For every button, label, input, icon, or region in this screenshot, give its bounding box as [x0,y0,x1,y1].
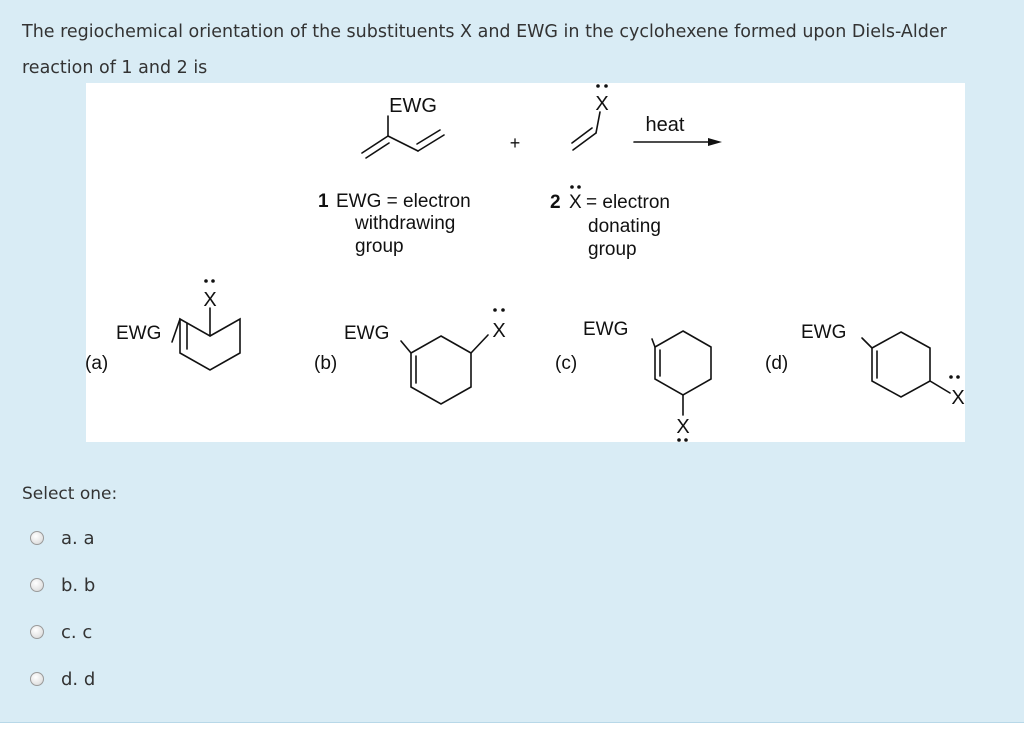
heat-label: heat [646,114,685,136]
legend1-line1: EWG = electron [336,191,471,212]
option-a[interactable]: a. a [30,524,95,552]
select-one-label: Select one: [22,484,118,504]
legend2-number: 2 [550,192,561,213]
choice-a-ewg: EWG [116,323,161,344]
choice-a-x: X [203,289,216,311]
option-a-label[interactable]: a. a [61,527,95,549]
option-d[interactable]: d. d [30,665,95,693]
legend2-line3: group [588,239,637,260]
radio-a[interactable] [30,531,44,545]
option-b-label[interactable]: b. b [61,574,96,596]
legend1-line3: group [355,236,404,257]
option-d-label[interactable]: d. d [61,668,96,690]
question-text: The regiochemical orientation of the sub… [22,22,947,78]
choice-d-x: X [951,387,964,409]
choice-c-ewg: EWG [583,319,628,340]
choice-b-label: (b) [314,353,337,374]
x-label: X [595,93,608,115]
legend1-line2: withdrawing [354,213,455,234]
reaction-diagram: EWG X + heat 1 EWG = electron withdrawin… [86,84,965,442]
ewg-label: EWG [389,95,437,117]
radio-c[interactable] [30,625,44,639]
choice-a-label: (a) [86,353,108,374]
choice-c-x: X [676,416,689,438]
option-c[interactable]: c. c [30,618,92,646]
radio-b[interactable] [30,578,44,592]
choice-b-ewg: EWG [344,323,389,344]
option-b[interactable]: b. b [30,571,95,599]
legend1-number: 1 [318,191,329,212]
legend2-line1: = electron [586,192,670,213]
choice-d-label: (d) [765,353,788,374]
reaction-figure: EWG X + heat 1 EWG = electron withdrawin… [86,83,965,442]
choice-b-x: X [492,320,505,342]
legend2-line2: donating [588,216,661,237]
legend2-x: X [569,192,582,213]
radio-d[interactable] [30,672,44,686]
choice-c-label: (c) [555,353,577,374]
plus-sign: + [510,133,521,153]
option-c-label[interactable]: c. c [61,621,93,643]
choice-d-ewg: EWG [801,322,846,343]
